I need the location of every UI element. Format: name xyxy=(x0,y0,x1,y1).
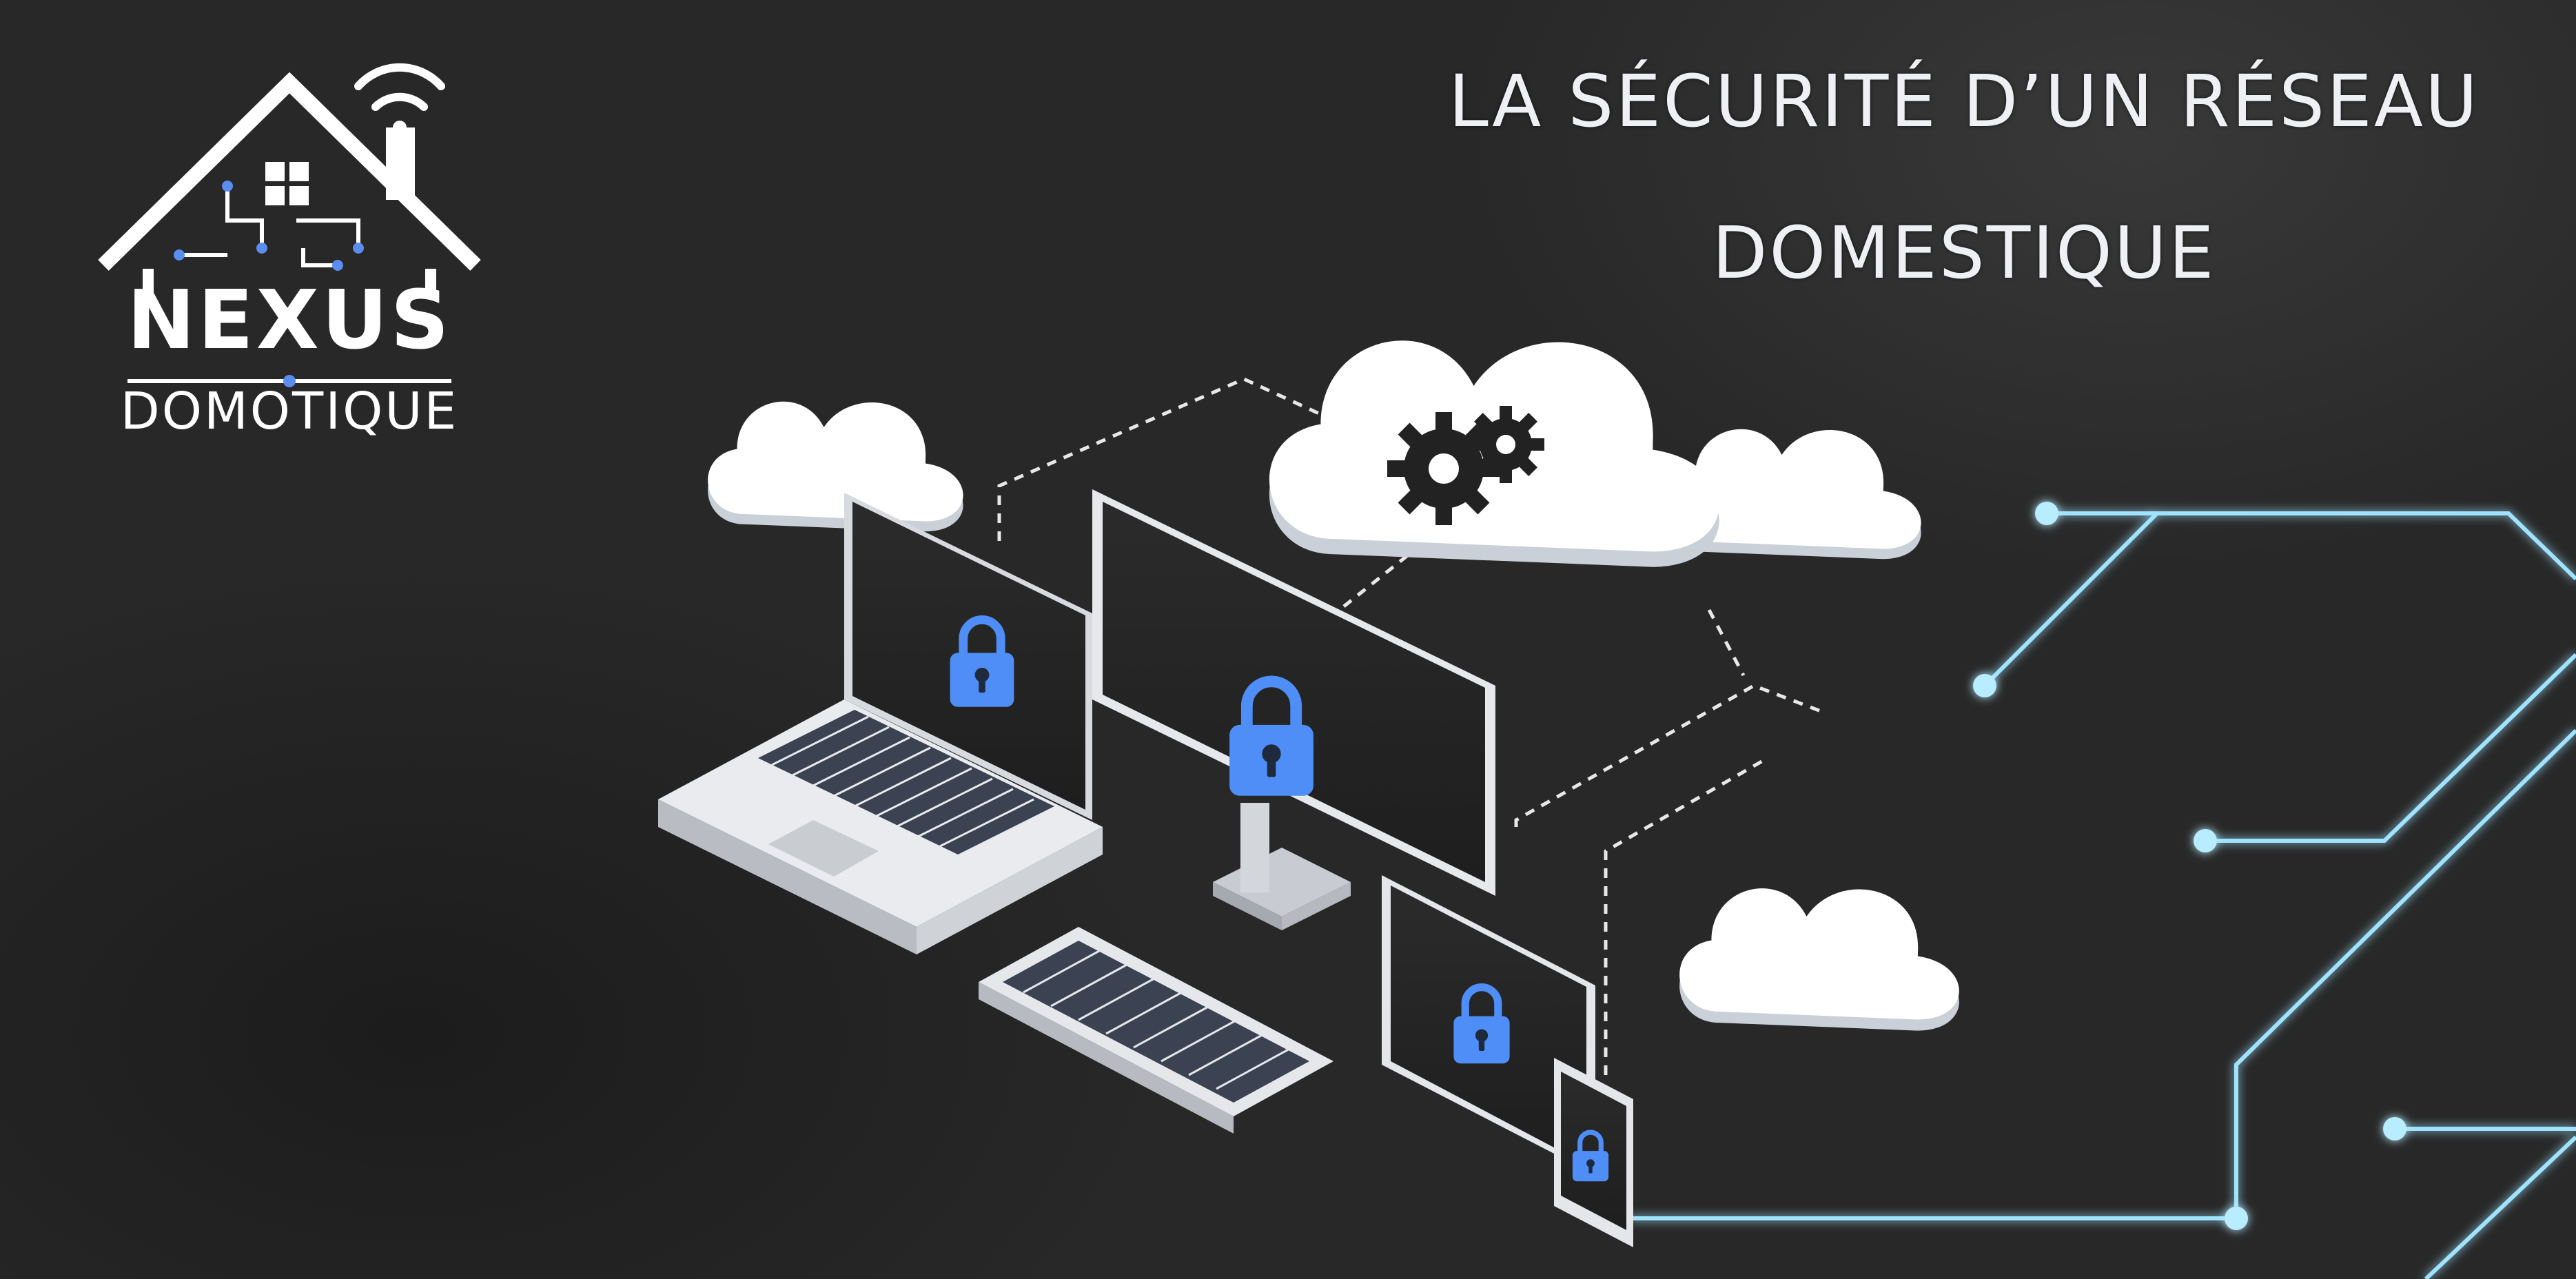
cloud-icon xyxy=(1679,888,1959,1031)
headline-title-line2: DOMESTIQUE xyxy=(1712,211,2216,295)
house-icon xyxy=(98,72,481,387)
brand-subtitle: DOMOTIQUE xyxy=(120,382,459,441)
cloud-with-gears xyxy=(1269,340,1719,567)
tablet xyxy=(1382,875,1595,1175)
circuit-traces-right xyxy=(1630,511,2576,1279)
headline-title: LA SÉCURITÉ D’UN RÉSEAU xyxy=(1448,59,2480,143)
gears-icon xyxy=(1387,406,1544,525)
circuit-nodes xyxy=(1973,502,2406,1230)
brand-name: NEXUS xyxy=(127,272,452,367)
network-dashed-lines xyxy=(997,377,1827,1075)
laptop xyxy=(658,493,1103,954)
smartphone xyxy=(1554,1058,1633,1247)
cloud-icon xyxy=(708,401,963,532)
keyboard xyxy=(979,927,1333,1134)
wifi-icon xyxy=(354,63,445,134)
desktop-monitor xyxy=(1092,489,1495,930)
